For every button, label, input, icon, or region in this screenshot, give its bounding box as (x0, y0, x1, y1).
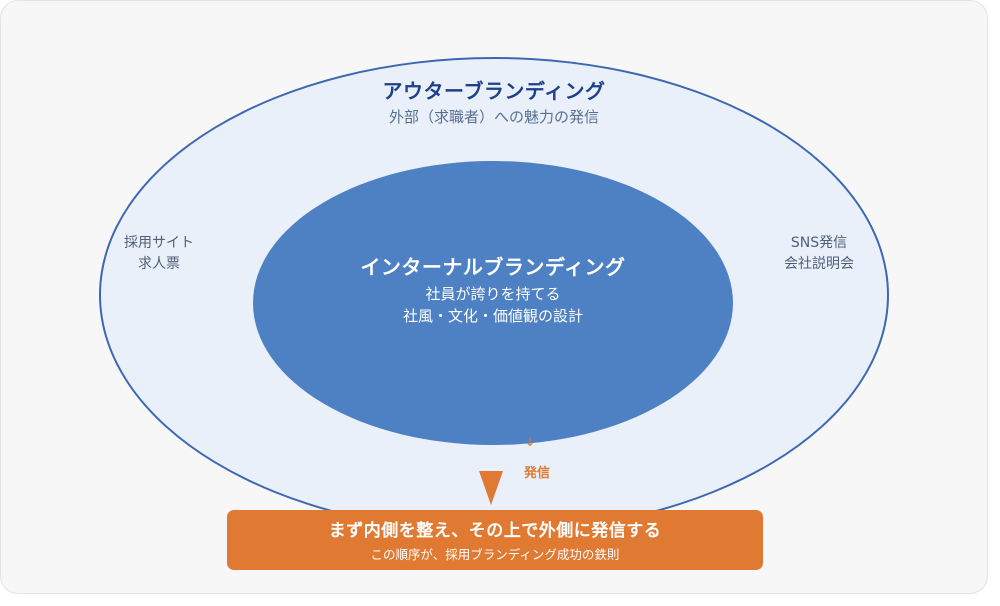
outer-left-channels: 採用サイト 求人票 (89, 233, 229, 275)
principle-banner: まず内側を整え、その上で外側に発信する この順序が、採用ブランディング成功の鉄則 (227, 510, 763, 570)
outer-right-channels: SNS発信 会社説明会 (749, 233, 889, 275)
internal-branding-ellipse (253, 161, 733, 445)
send-label: 発信 (523, 466, 550, 481)
banner-subtitle: この順序が、採用ブランディング成功の鉄則 (370, 547, 620, 562)
internal-branding-description: 社員が誇りを持てる 社風・文化・価値観の設計 (293, 283, 693, 327)
triangle-down-icon (479, 471, 503, 505)
outer-left-line-2: 求人票 (138, 256, 180, 272)
outer-branding-title: アウターブランディング (382, 79, 606, 103)
internal-branding-title: インターナルブランディング (360, 255, 626, 279)
internal-line-1: 社員が誇りを持てる (425, 285, 561, 303)
internal-line-2: 社風・文化・価値観の設計 (402, 307, 583, 325)
outer-right-line-2: 会社説明会 (784, 256, 854, 272)
down-arrow-icon: ↓ (524, 435, 536, 449)
outer-left-line-1: 採用サイト (124, 235, 194, 251)
banner-title: まず内側を整え、その上で外側に発信する (328, 521, 662, 541)
outer-right-line-1: SNS発信 (790, 235, 848, 251)
outer-branding-subtitle: 外部（求職者）への魅力の発信 (388, 108, 599, 126)
diagram-frame: アウターブランディング 外部（求職者）への魅力の発信 採用サイト 求人票 SNS… (0, 0, 988, 594)
